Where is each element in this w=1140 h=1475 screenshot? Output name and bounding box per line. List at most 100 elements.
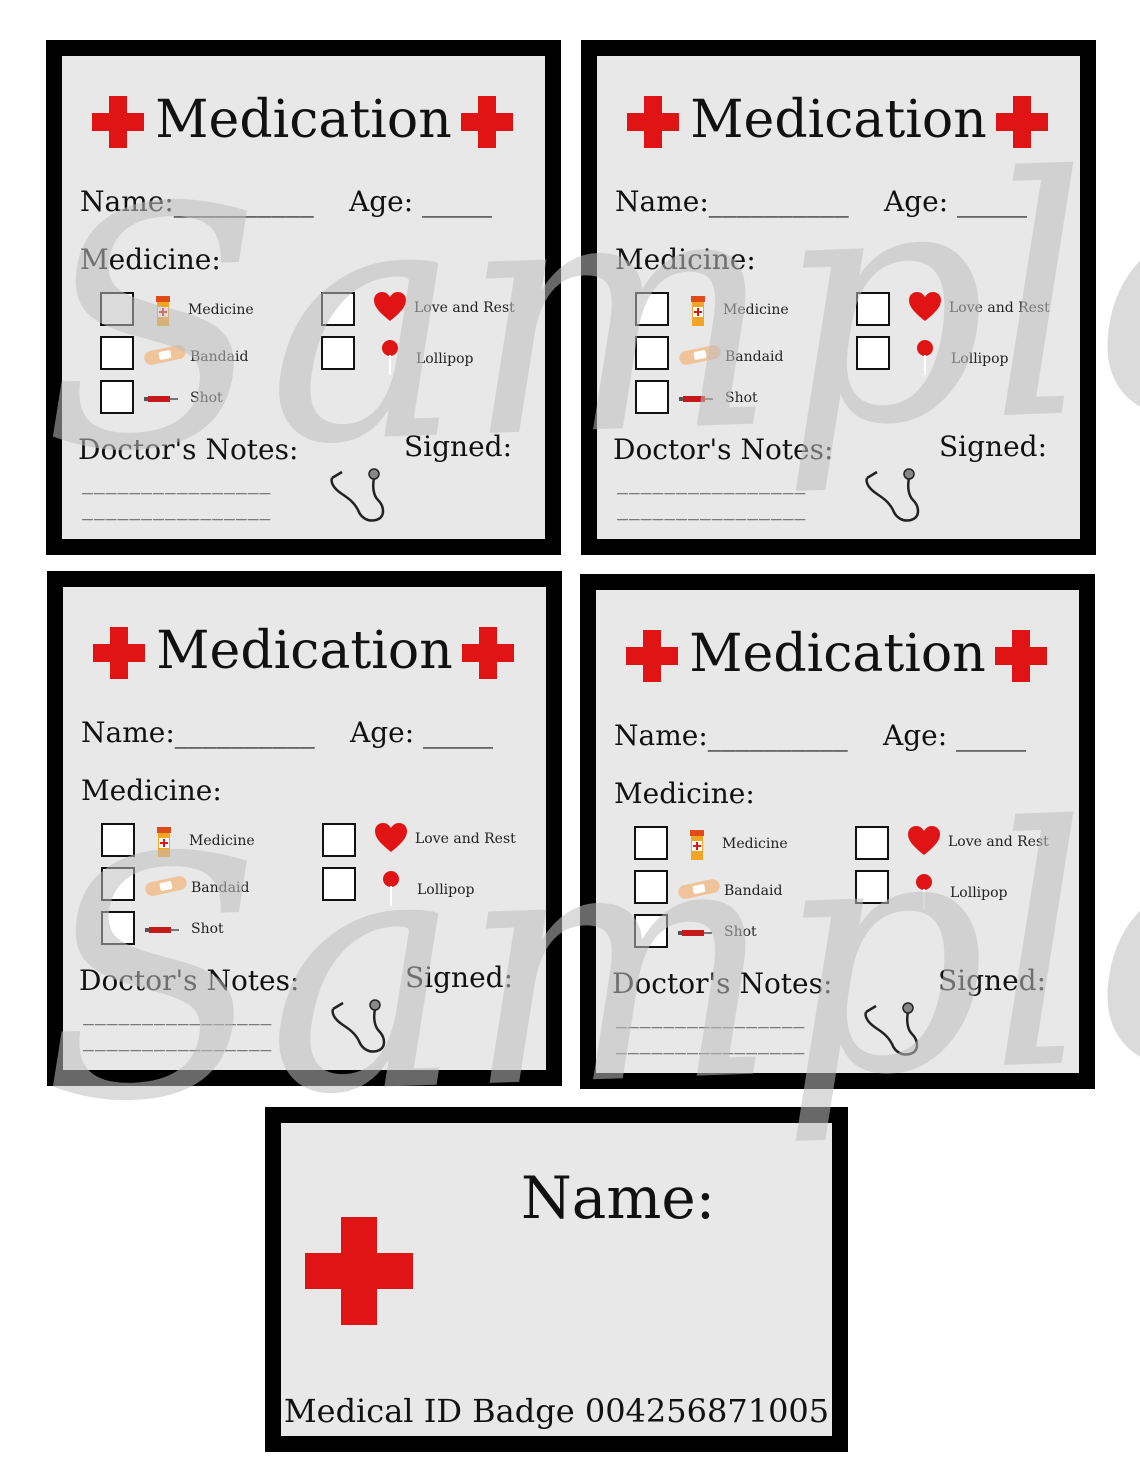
- option-shot: Shot: [191, 921, 224, 937]
- option-bandaid: Bandaid: [190, 349, 249, 365]
- bandaid-checkbox[interactable]: [635, 336, 669, 370]
- option-bandaid: Bandaid: [724, 883, 783, 899]
- doctors-notes-label: Doctor's Notes:: [79, 964, 300, 997]
- medicine-checkbox[interactable]: [100, 292, 134, 326]
- option-bandaid: Bandaid: [191, 880, 250, 896]
- option-medicine: Medicine: [188, 302, 254, 318]
- bandaid-icon: [144, 874, 188, 898]
- age-field[interactable]: Age: _____: [883, 719, 1027, 752]
- name-field[interactable]: Name:__________: [81, 716, 315, 749]
- medicine-checkbox[interactable]: [635, 292, 669, 326]
- medicine-checkbox[interactable]: [101, 823, 135, 857]
- card-title: Medication: [690, 90, 987, 150]
- heart-icon: [909, 292, 941, 321]
- name-field[interactable]: Name:__________: [614, 719, 848, 752]
- red-cross-icon: [626, 630, 678, 682]
- medication-card-4: Medication Name:__________ Age: _____ Me…: [580, 574, 1095, 1089]
- notes-line[interactable]: ________________: [83, 1031, 273, 1052]
- lollipop-checkbox[interactable]: [856, 336, 890, 370]
- red-cross-icon: [461, 96, 513, 148]
- love-and-rest-checkbox[interactable]: [321, 292, 355, 326]
- doctors-notes-label: Doctor's Notes:: [612, 967, 833, 1000]
- heart-icon: [908, 826, 940, 855]
- red-cross-icon: [462, 627, 514, 679]
- medicine-label: Medicine:: [615, 243, 756, 276]
- lollipop-icon: [382, 340, 398, 375]
- notes-line[interactable]: ________________: [82, 500, 272, 521]
- syringe-icon: [144, 396, 178, 402]
- signed-label: Signed:: [938, 964, 1047, 997]
- lollipop-checkbox[interactable]: [855, 870, 889, 904]
- medicine-bottle-icon: [690, 830, 704, 860]
- signed-label: Signed:: [405, 961, 514, 994]
- name-field[interactable]: Name:__________: [615, 185, 849, 218]
- notes-line[interactable]: ________________: [83, 1005, 273, 1026]
- signed-label: Signed:: [404, 430, 513, 463]
- love-and-rest-checkbox[interactable]: [855, 826, 889, 860]
- bandaid-checkbox[interactable]: [634, 870, 668, 904]
- notes-line[interactable]: ________________: [617, 474, 807, 495]
- red-cross-icon: [996, 96, 1048, 148]
- stethoscope-icon: [864, 1002, 919, 1056]
- heart-icon: [374, 292, 406, 321]
- notes-line[interactable]: ________________: [617, 500, 807, 521]
- option-medicine: Medicine: [723, 302, 789, 318]
- shot-checkbox[interactable]: [635, 380, 669, 414]
- medicine-label: Medicine:: [80, 243, 221, 276]
- medical-id-badge: Name: Medical ID Badge 004256871005: [265, 1107, 848, 1452]
- doctors-notes-label: Doctor's Notes:: [78, 433, 299, 466]
- signed-label: Signed:: [939, 430, 1048, 463]
- doctors-notes-label: Doctor's Notes:: [613, 433, 834, 466]
- love-and-rest-checkbox[interactable]: [322, 823, 356, 857]
- option-lollipop: Lollipop: [416, 351, 474, 367]
- syringe-icon: [679, 396, 713, 402]
- badge-name-label: Name:: [521, 1164, 716, 1232]
- option-shot: Shot: [190, 390, 223, 406]
- lollipop-checkbox[interactable]: [321, 336, 355, 370]
- card-title: Medication: [156, 621, 453, 681]
- red-cross-icon: [93, 627, 145, 679]
- notes-line[interactable]: ________________: [616, 1034, 806, 1055]
- syringe-icon: [678, 930, 712, 936]
- lollipop-icon: [917, 340, 933, 375]
- lollipop-icon: [383, 871, 399, 906]
- shot-checkbox[interactable]: [634, 914, 668, 948]
- notes-line[interactable]: ________________: [82, 474, 272, 495]
- red-cross-icon: [92, 96, 144, 148]
- medicine-label: Medicine:: [81, 774, 222, 807]
- stethoscope-icon: [330, 468, 385, 522]
- option-love-and-rest: Love and Rest: [949, 300, 1050, 316]
- red-cross-icon: [995, 630, 1047, 682]
- age-field[interactable]: Age: _____: [884, 185, 1028, 218]
- bandaid-checkbox[interactable]: [100, 336, 134, 370]
- card-title: Medication: [689, 624, 986, 684]
- name-field[interactable]: Name:__________: [80, 185, 314, 218]
- medicine-bottle-icon: [691, 296, 705, 326]
- syringe-icon: [145, 927, 179, 933]
- option-bandaid: Bandaid: [725, 349, 784, 365]
- shot-checkbox[interactable]: [101, 911, 135, 945]
- age-field[interactable]: Age: _____: [350, 716, 494, 749]
- bandaid-icon: [677, 877, 721, 901]
- age-field[interactable]: Age: _____: [349, 185, 493, 218]
- bandaid-checkbox[interactable]: [101, 867, 135, 901]
- lollipop-checkbox[interactable]: [322, 867, 356, 901]
- medicine-checkbox[interactable]: [634, 826, 668, 860]
- option-love-and-rest: Love and Rest: [415, 831, 516, 847]
- badge-id-text: Medical ID Badge 004256871005: [283, 1392, 830, 1430]
- stethoscope-icon: [331, 999, 386, 1053]
- notes-line[interactable]: ________________: [616, 1008, 806, 1029]
- option-shot: Shot: [725, 390, 758, 406]
- medicine-bottle-icon: [156, 296, 170, 326]
- lollipop-icon: [916, 874, 932, 909]
- card-title: Medication: [155, 90, 452, 150]
- option-lollipop: Lollipop: [417, 882, 475, 898]
- option-medicine: Medicine: [189, 833, 255, 849]
- love-and-rest-checkbox[interactable]: [856, 292, 890, 326]
- medication-card-2: Medication Name:__________ Age: _____ Me…: [581, 40, 1096, 555]
- bandaid-icon: [143, 343, 187, 367]
- option-lollipop: Lollipop: [951, 351, 1009, 367]
- medicine-bottle-icon: [157, 827, 171, 857]
- bandaid-icon: [678, 343, 722, 367]
- shot-checkbox[interactable]: [100, 380, 134, 414]
